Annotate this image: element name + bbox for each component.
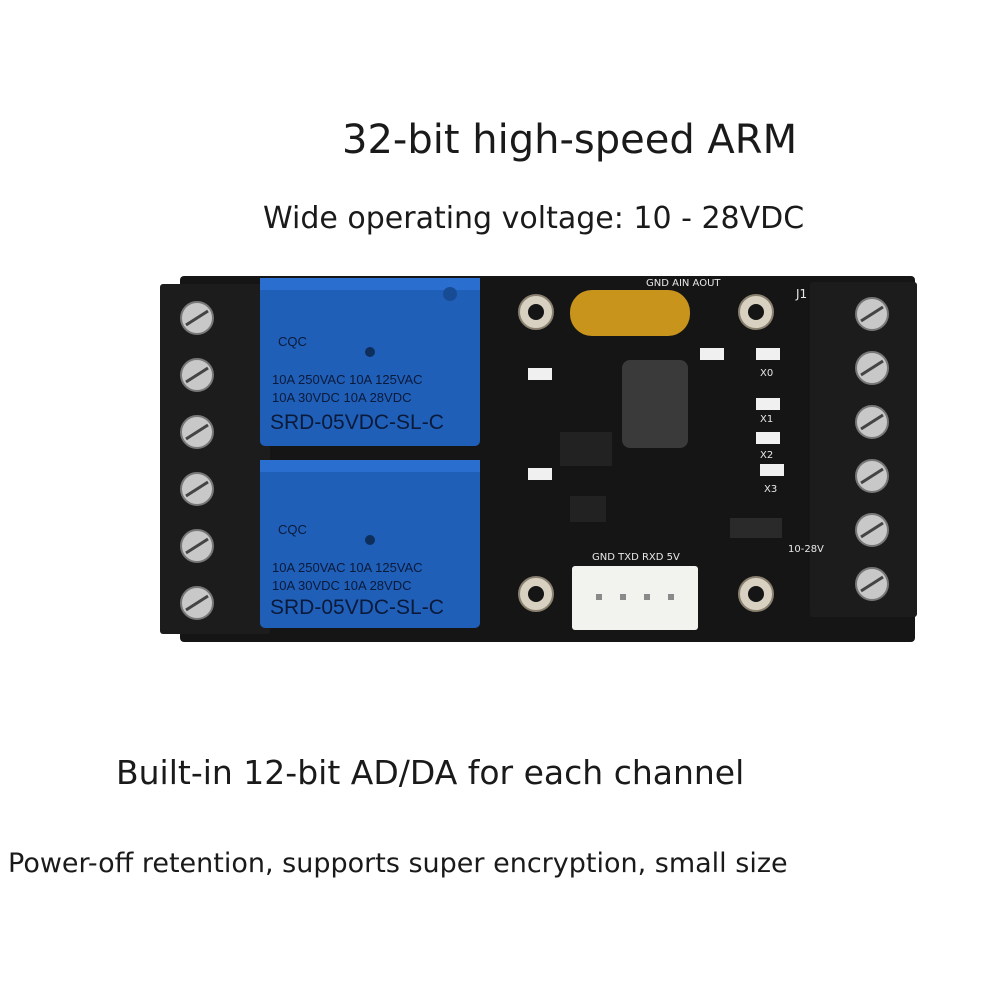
screw-slot	[860, 413, 884, 431]
screw-slot	[185, 423, 209, 441]
caption-power: Power-off retention, supports super encr…	[8, 848, 788, 879]
relay-2-rating-2: 10A 30VDC 10A 28VDC	[272, 578, 411, 593]
caption-voltage: Wide operating voltage: 10 - 28VDC	[263, 201, 805, 236]
right-terminal-block	[810, 282, 917, 617]
relay-1-mark: CQC	[278, 334, 307, 349]
ic-chip	[560, 432, 612, 466]
relay-1-rating-2: 10A 30VDC 10A 28VDC	[272, 390, 411, 405]
left-terminal-screws	[180, 301, 214, 620]
silk-input-0: X0	[760, 368, 773, 379]
relay-1: CQC 10A 250VAC 10A 125VAC 10A 30VDC 10A …	[260, 278, 480, 446]
relay-1-model: SRD-05VDC-SL-C	[270, 411, 444, 434]
ic-chip-2	[570, 496, 606, 522]
silk-header-top: GND AIN AOUT	[646, 278, 721, 289]
screw-slot	[860, 467, 884, 485]
silk-input-1: X1	[760, 414, 773, 425]
screw-slot	[185, 537, 209, 555]
screw-slot	[860, 575, 884, 593]
relay-2: CQC 10A 250VAC 10A 125VAC 10A 30VDC 10A …	[260, 460, 480, 628]
screw-slot	[185, 594, 209, 612]
relay-2-mark: CQC	[278, 522, 307, 537]
screw-slot	[185, 480, 209, 498]
silk-input-2: X2	[760, 450, 773, 461]
screw-slot	[860, 305, 884, 323]
screw-slot	[185, 309, 209, 327]
inductor	[622, 360, 688, 448]
right-terminal-screws	[855, 297, 889, 601]
silk-power-label: 10-28V	[788, 544, 824, 555]
caption-adda: Built-in 12-bit AD/DA for each channel	[116, 753, 745, 792]
capacitor-yellow	[570, 290, 690, 336]
relay-1-rating-1: 10A 250VAC 10A 125VAC	[272, 372, 423, 387]
screw-slot	[860, 521, 884, 539]
screw-slot	[185, 366, 209, 384]
silk-uart-pins: GND TXD RXD 5V	[592, 552, 680, 563]
caption-arm: 32-bit high-speed ARM	[342, 117, 798, 163]
uart-header	[572, 566, 698, 630]
silk-input-3: X3	[764, 484, 777, 495]
screw-slot	[860, 359, 884, 377]
relay-2-model: SRD-05VDC-SL-C	[270, 596, 444, 619]
silk-connector-id: J1	[795, 287, 807, 301]
leds	[528, 348, 784, 480]
relay-board-photo: CQC 10A 250VAC 10A 125VAC 10A 30VDC 10A …	[160, 276, 917, 642]
diode	[730, 518, 782, 538]
relay-2-rating-1: 10A 250VAC 10A 125VAC	[272, 560, 423, 575]
left-terminal-block	[160, 284, 270, 634]
